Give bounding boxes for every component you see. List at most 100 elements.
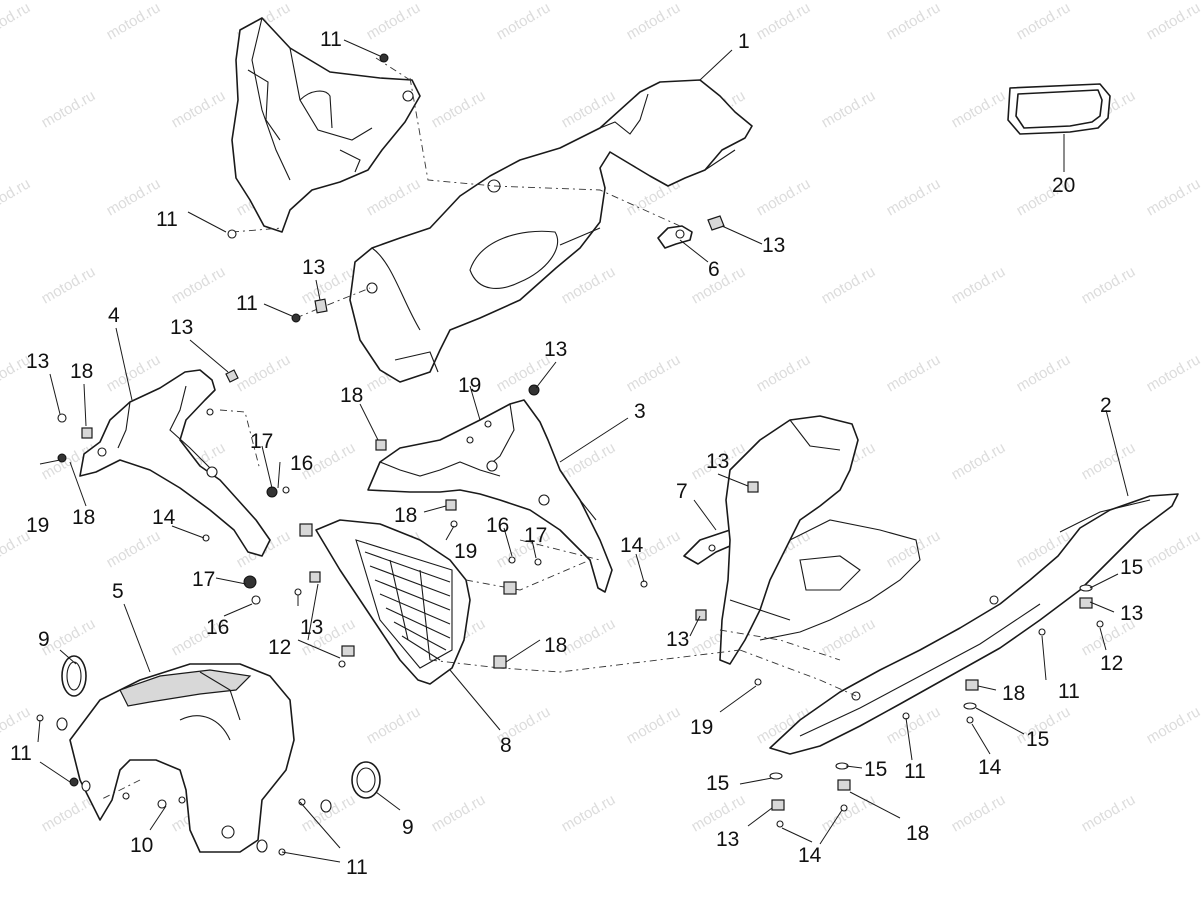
part-8-grille-panel — [315, 519, 471, 685]
watermark-text: motod.ru — [234, 351, 294, 395]
callout-19-right: 19 — [690, 716, 713, 739]
callout-13-top-right: 13 — [762, 234, 785, 257]
watermark-text: motod.ru — [559, 439, 619, 483]
callout-17-upper: 17 — [250, 430, 273, 453]
watermark-text: motod.ru — [1144, 0, 1204, 43]
watermark-text: motod.ru — [0, 703, 33, 747]
callout-17-middle: 17 — [524, 524, 547, 547]
watermark-text: motod.ru — [364, 175, 424, 219]
callout-13-middle-top: 13 — [544, 338, 567, 361]
watermark-text: motod.ru — [1144, 527, 1204, 571]
callout-15-lower: 15 — [864, 758, 887, 781]
callout-18-left-lower: 18 — [72, 506, 95, 529]
callout-13-bracket-top: 13 — [170, 316, 193, 339]
callout-14-belly-bottom: 14 — [798, 844, 822, 867]
watermark-text: motod.ru — [884, 351, 944, 395]
watermark-text: motod.ru — [494, 0, 554, 43]
callout-labels: 1 2 3 4 5 6 7 8 9 9 10 11 11 11 11 11 11… — [10, 28, 1143, 879]
part-right-inner-panel — [719, 415, 921, 665]
watermark-text: motod.ru — [754, 351, 814, 395]
watermark-text: motod.ru — [0, 175, 33, 219]
callout-13-belly-bottom: 13 — [716, 828, 739, 851]
callout-16-lower: 16 — [206, 616, 229, 639]
watermark-text: motod.ru — [39, 87, 99, 131]
part-9-cap-left — [61, 655, 87, 697]
watermark-text: motod.ru — [754, 0, 814, 43]
watermark-text: motod.ru — [39, 263, 99, 307]
watermark-text: motod.ru — [299, 791, 359, 835]
callout-7: 7 — [676, 480, 688, 503]
part-inner-frame-bracket — [231, 17, 421, 233]
watermark-text: motod.ru — [884, 0, 944, 43]
callout-11-mid-left: 11 — [236, 292, 258, 315]
part-3-middle-bracket — [367, 399, 613, 593]
callout-16-left: 16 — [290, 452, 313, 475]
assembly-lines — [99, 57, 857, 801]
callout-13-mid-left: 13 — [302, 256, 325, 279]
callout-18-far-left: 18 — [70, 360, 93, 383]
watermark-text: motod.ru — [559, 263, 619, 307]
callout-18-belly-bottom: 18 — [906, 822, 929, 845]
part-4-left-bracket — [79, 369, 271, 557]
watermark-text: motod.ru — [1014, 351, 1074, 395]
watermark-text: motod.ru — [1079, 791, 1139, 835]
watermark-text: motod.ru — [169, 87, 229, 131]
part-6-bracket — [657, 215, 725, 249]
callout-8: 8 — [500, 734, 512, 757]
part-20-window-seal — [1007, 83, 1111, 168]
watermark-text: motod.ru — [1079, 439, 1139, 483]
watermark-text: motod.ru — [104, 175, 164, 219]
callout-15-mid: 15 — [1026, 728, 1049, 751]
watermark-text: motod.ru — [949, 439, 1009, 483]
callout-4: 4 — [108, 304, 120, 327]
callout-13-right-lower: 13 — [666, 628, 689, 651]
watermark-text: motod.ru — [1144, 703, 1204, 747]
watermark-text: motod.ru — [624, 0, 684, 43]
callout-13-belly-right: 13 — [1120, 602, 1143, 625]
callout-13-right-panel: 13 — [706, 450, 729, 473]
callout-11-top: 11 — [320, 28, 342, 51]
callout-2: 2 — [1100, 394, 1112, 417]
part-5-front-mudguard — [69, 663, 295, 853]
watermark-text: motod.ru — [819, 87, 879, 131]
watermark-text: motod.ru — [429, 87, 489, 131]
callout-15-upper: 15 — [1120, 556, 1143, 579]
callout-11-right: 11 — [1058, 680, 1080, 703]
watermark-text: motod.ru — [1014, 0, 1074, 43]
grille-slats — [364, 551, 451, 661]
watermark-text: motod.ru — [884, 703, 944, 747]
callout-17-lower: 17 — [192, 568, 215, 591]
callout-13-grille-left: 13 — [300, 616, 323, 639]
callout-11-upper-left: 11 — [156, 208, 178, 231]
callout-5: 5 — [112, 580, 124, 603]
callout-9-left: 9 — [38, 628, 50, 651]
watermark-text: motod.ru — [1079, 263, 1139, 307]
callout-12-right: 12 — [1100, 652, 1123, 675]
callout-18-middle-top: 18 — [340, 384, 363, 407]
watermark-text: motod.ru — [754, 175, 814, 219]
watermark-text: motod.ru — [104, 0, 164, 43]
watermark-text: motod.ru — [0, 0, 33, 43]
callout-12-left: 12 — [268, 636, 291, 659]
watermark-text: motod.ru — [949, 263, 1009, 307]
watermark-text: motod.ru — [364, 0, 424, 43]
callout-19-left: 19 — [26, 514, 49, 537]
callout-20: 20 — [1052, 174, 1075, 197]
callout-14-belly: 14 — [978, 756, 1002, 779]
watermark-text: motod.ru — [624, 703, 684, 747]
callout-14-left: 14 — [152, 506, 176, 529]
callout-11-lower-right: 11 — [904, 760, 926, 783]
callout-9-right: 9 — [402, 816, 414, 839]
watermark-text: motod.ru — [884, 175, 944, 219]
callout-19-middle-top: 19 — [458, 374, 481, 397]
hardware — [36, 53, 1104, 856]
watermark-text: motod.ru — [104, 527, 164, 571]
watermark-text: motod.ru — [949, 87, 1009, 131]
callout-10: 10 — [130, 834, 153, 857]
watermark-text: motod.ru — [364, 703, 424, 747]
part-9-cap-right — [351, 761, 381, 799]
callout-14-middle: 14 — [620, 534, 644, 557]
callout-6: 6 — [708, 258, 720, 281]
watermark-text: motod.ru — [559, 615, 619, 659]
